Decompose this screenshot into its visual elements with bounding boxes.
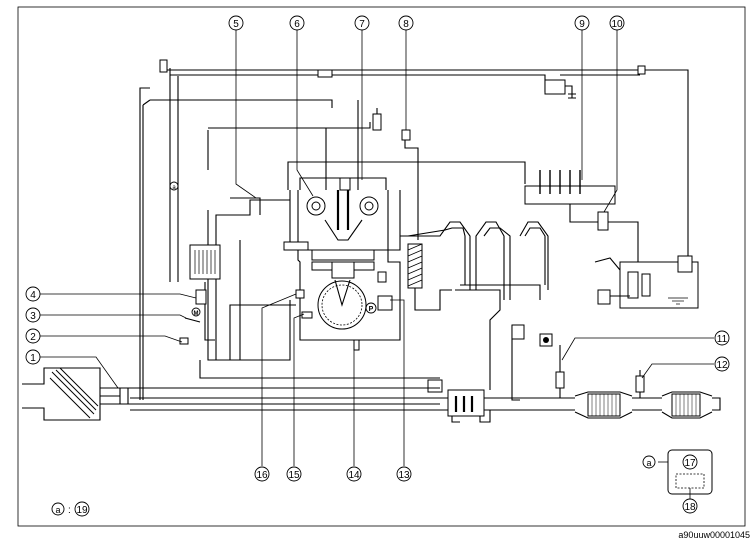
svg-text:4: 4 (30, 290, 36, 301)
callout-7: 7 (354, 15, 370, 31)
callout-4: 4 (25, 286, 41, 302)
pressure-regulator-10 (597, 211, 609, 231)
callout-15: 15 (286, 466, 302, 482)
svg-text:3: 3 (30, 311, 36, 322)
thermo-valve (511, 324, 525, 340)
sensor-4-body (195, 289, 207, 305)
svg-text:16: 16 (256, 470, 268, 481)
svg-text:19: 19 (76, 505, 88, 516)
svg-text:6: 6 (294, 19, 300, 30)
callout-1: 1 (25, 349, 41, 365)
air-intake (22, 367, 129, 421)
pressure-sensor-icon (365, 302, 377, 314)
sensor-m-mark: M (194, 311, 199, 317)
pcv-valve (372, 113, 382, 131)
sensor-8 (401, 129, 411, 141)
intake-and-exhaust-pipes (100, 87, 721, 423)
svg-text:18: 18 (684, 502, 696, 513)
svg-text:5: 5 (233, 19, 239, 30)
ref-note: a : 19 (51, 501, 90, 517)
throttle-body (189, 244, 221, 280)
svg-text:12: 12 (716, 360, 728, 371)
engine-assembly: P (283, 100, 526, 351)
svg-text:7: 7 (359, 19, 365, 30)
piston (331, 261, 355, 279)
top-connector (317, 69, 333, 78)
callout-18: 18 (682, 498, 698, 514)
svg-text:10: 10 (611, 19, 623, 30)
callout-16: 16 (254, 466, 270, 482)
intake-port (283, 241, 309, 251)
callout-11: 11 (714, 330, 730, 346)
o2-sensor-rear (635, 375, 645, 393)
left-hoses: a (142, 99, 382, 400)
callout-12: 12 (714, 356, 730, 372)
pressure-mark: P (369, 306, 374, 313)
top-valve (159, 59, 168, 73)
marker-a-legend: a (642, 455, 656, 469)
callouts: 1 2 3 4 5 6 7 8 9 10 11 12 13 14 15 16 1… (25, 15, 730, 517)
svg-text:1: 1 (30, 353, 36, 364)
svg-text:a: a (646, 458, 651, 468)
callout-leaders (40, 30, 714, 466)
callout-13: 13 (396, 466, 412, 482)
o2-sensor-front (555, 371, 565, 389)
oil-pressure-switch (377, 295, 393, 311)
marker-a-on-hose (169, 181, 179, 191)
svg-text:17: 17 (684, 458, 696, 469)
intake-manifold: M (179, 197, 443, 393)
rear-catalyst (671, 393, 701, 417)
iat-sensor-icon (191, 307, 201, 317)
callout-14: 14 (346, 466, 362, 482)
svg-text:8: 8 (403, 19, 409, 30)
turbocharger (447, 389, 485, 417)
top-vacuum-lines (159, 59, 689, 282)
callout-8: 8 (398, 15, 414, 31)
callout-6: 6 (289, 15, 305, 31)
svg-text:13: 13 (398, 470, 410, 481)
svg-text:2: 2 (30, 332, 36, 343)
diagram-frame (17, 6, 746, 527)
callout-5: 5 (228, 15, 244, 31)
svg-text:11: 11 (717, 334, 728, 345)
fuel-tank (594, 255, 699, 309)
callout-17: 17 (682, 454, 698, 470)
callout-2: 2 (25, 328, 41, 344)
callout-9: 9 (574, 15, 590, 31)
tank-sensor (677, 255, 693, 273)
svg-text:15: 15 (288, 470, 300, 481)
purge-valve (544, 79, 566, 95)
callout-10: 10 (609, 15, 625, 31)
callout-3: 3 (25, 307, 41, 323)
fuel-rail (524, 170, 639, 280)
svg-text::: : (68, 505, 71, 516)
svg-text:a: a (55, 505, 60, 515)
svg-text:a: a (172, 185, 176, 191)
svg-text:14: 14 (348, 470, 360, 481)
coolant-serpentine (400, 221, 553, 401)
document-code: a90uuw00001045 (678, 530, 750, 540)
svg-text:9: 9 (579, 19, 585, 30)
